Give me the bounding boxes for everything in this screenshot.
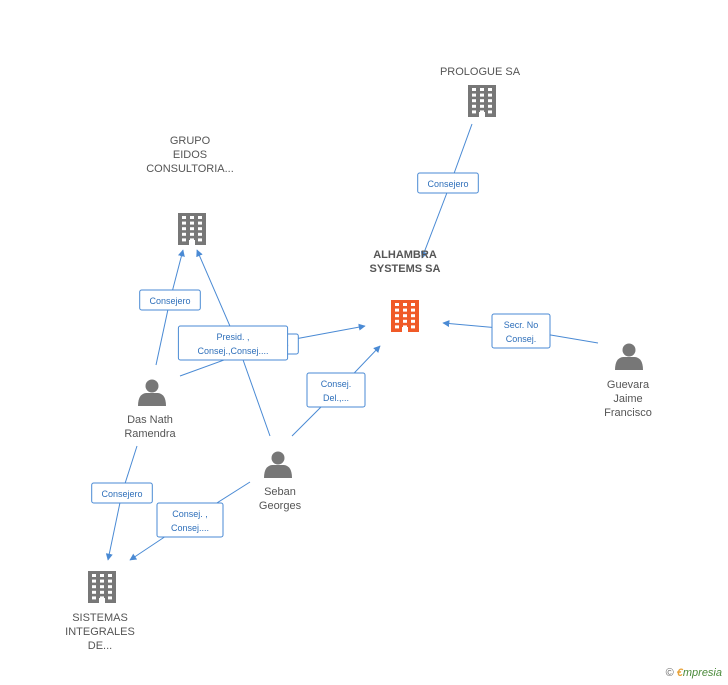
node-alhambra[interactable]: ALHAMBRA SYSTEMS SA [370,249,441,332]
edge-label-dasnath-grupo[interactable]: Consejero [139,289,201,311]
edge-label-text: Consejero [149,296,190,306]
node-label: Ramendra [124,428,176,440]
edge-label-text: Consej.,Consej.... [197,346,268,356]
edge-label-box [306,372,366,408]
edge-label-box [139,289,201,311]
edge-label-text: Consej.... [171,523,209,533]
edge-label-seban-sistemas[interactable]: Consej. , Consej.... [156,502,224,538]
node-label: Georges [259,500,302,512]
edge-label-text: Consej. [506,334,537,344]
node-label: SISTEMAS [72,612,128,624]
brand-logo-text: mpresia [682,667,722,679]
edge-label-seban-alhambra[interactable]: Consej. Del.,... [306,372,366,408]
node-label: Das Nath [127,414,173,426]
edge-label-box [156,502,224,538]
building-icon [88,571,116,603]
edge-label-text: Presid. , [216,332,249,342]
person-icon [264,451,292,478]
footer-brand: © €mpresia [666,667,722,679]
node-label: PROLOGUE SA [440,66,521,78]
edge-label-box [491,313,551,349]
building-icon [391,300,419,332]
node-grupo[interactable]: GRUPO EIDOS CONSULTORIA... [146,135,234,245]
node-label: ALHAMBRA [373,249,437,261]
edge-label-text: Consejero [101,489,142,499]
edge-label-box [417,172,479,194]
edge-label-text: Consejero [427,179,468,189]
node-sistemas[interactable]: SISTEMAS INTEGRALES DE... [65,571,135,652]
building-icon [178,213,206,245]
brand-logo-letter: € [676,667,683,679]
node-label: SYSTEMS SA [370,263,441,275]
person-icon [138,379,166,406]
edge-label-box [177,325,289,361]
node-label: INTEGRALES [65,626,135,638]
edge-label-seban-grupo[interactable]: Presid. , Consej.,Consej.... [177,325,289,361]
node-label: Jaime [613,393,642,405]
edge-label-guevara-alhambra[interactable]: Secr. No Consej. [491,313,551,349]
edge-label-prologue-alhambra[interactable]: Consejero [417,172,479,194]
node-label: GRUPO [170,135,211,147]
edge-label-dasnath-sistemas[interactable]: Consejero [91,482,153,504]
node-label: EIDOS [173,149,207,161]
node-label: CONSULTORIA... [146,163,234,175]
edge-label-box [91,482,153,504]
node-prologue[interactable]: PROLOGUE SA [440,66,521,117]
edge-label-text: Consej. , [172,509,208,519]
node-label: Guevara [607,379,650,391]
edge-label-text: Del.,... [323,393,349,403]
edge-label-text: Consej. [321,379,352,389]
node-label: Seban [264,486,296,498]
node-label: DE... [88,640,112,652]
copyright-symbol: © [665,667,674,679]
edge-label-text: Secr. No [504,320,539,330]
node-label: Francisco [604,407,652,419]
person-icon [615,343,643,370]
building-icon [468,85,496,117]
